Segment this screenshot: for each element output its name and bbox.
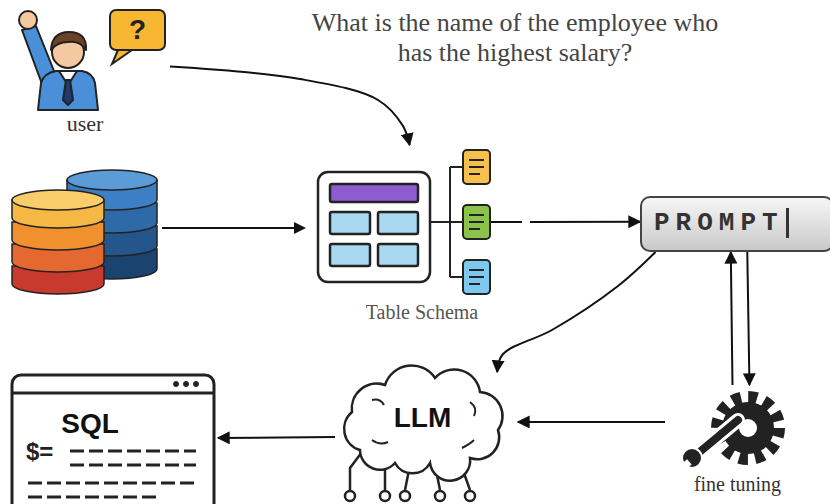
document-icon xyxy=(463,260,490,294)
document-lines xyxy=(469,270,484,284)
hand xyxy=(19,11,37,29)
speech-bubble xyxy=(110,10,165,64)
node-label: user xyxy=(35,111,135,137)
flow-arrow xyxy=(530,221,640,223)
table-cell xyxy=(330,212,370,234)
table-header xyxy=(330,184,418,202)
fine-tuning-node: fine tuning xyxy=(665,385,818,502)
node-label: SQL xyxy=(45,408,135,440)
wrench-handle xyxy=(696,420,738,455)
table-cell xyxy=(378,244,418,266)
flow-arrow xyxy=(731,252,733,385)
circuit-node xyxy=(465,491,475,501)
table-cell xyxy=(330,244,370,266)
node-label: PROMPT xyxy=(654,208,789,238)
table-schema-node: Table Schema xyxy=(305,145,530,330)
node-label: Table Schema xyxy=(322,301,522,324)
branch-out xyxy=(490,221,522,223)
code-symbol-box: $= xyxy=(26,438,66,466)
question-mark-box: ? xyxy=(110,10,165,50)
table-schema-icon xyxy=(318,172,430,282)
question-mark: ? xyxy=(110,10,165,50)
database-icon xyxy=(12,170,157,294)
document-icon xyxy=(463,150,490,184)
database-arrow xyxy=(162,222,306,234)
window-dot xyxy=(174,382,179,387)
sql-window xyxy=(12,375,214,504)
shirt xyxy=(38,71,98,110)
table-frame xyxy=(318,172,430,282)
bubble-tail xyxy=(112,50,132,64)
node-label: LLM xyxy=(335,402,510,434)
tie xyxy=(63,80,73,105)
question-text: What is the name of the employee who has… xyxy=(295,8,735,68)
wrench-jaw xyxy=(681,459,692,470)
user-figure xyxy=(19,11,98,110)
table-cell xyxy=(378,212,418,234)
database-top xyxy=(12,190,104,210)
circuit-node xyxy=(345,491,355,501)
flow-arrow xyxy=(170,67,410,145)
arrow-line xyxy=(162,227,296,229)
hair xyxy=(51,32,86,50)
document-icons xyxy=(463,150,490,294)
document-lines xyxy=(469,215,484,229)
circuit-node xyxy=(380,491,390,501)
window-dot xyxy=(184,382,189,387)
prompt-box: PROMPT xyxy=(640,196,830,252)
window-frame xyxy=(12,375,214,504)
flow-arrow xyxy=(747,252,749,385)
window-bar xyxy=(12,392,214,395)
flow-arrow xyxy=(518,421,665,423)
wrench-outline xyxy=(696,420,738,455)
question-text-box: What is the name of the employee who has… xyxy=(295,8,735,68)
flow-arrow xyxy=(497,252,655,372)
circuit-node xyxy=(435,491,445,501)
arrow-head xyxy=(294,222,306,234)
llm-node: LLM xyxy=(335,372,518,472)
circuit-node xyxy=(400,491,410,501)
branch-lines xyxy=(430,167,463,277)
window-dot xyxy=(194,382,199,387)
bubble-body xyxy=(110,10,165,50)
llm-brain xyxy=(344,365,502,501)
flow-arrow xyxy=(218,436,335,439)
node-label: fine tuning xyxy=(665,473,810,496)
document-icon xyxy=(463,205,490,239)
document-lines xyxy=(469,160,484,174)
database-top xyxy=(67,170,157,190)
gear-wrench-icon xyxy=(681,397,779,470)
code-symbol: $= xyxy=(26,438,66,466)
